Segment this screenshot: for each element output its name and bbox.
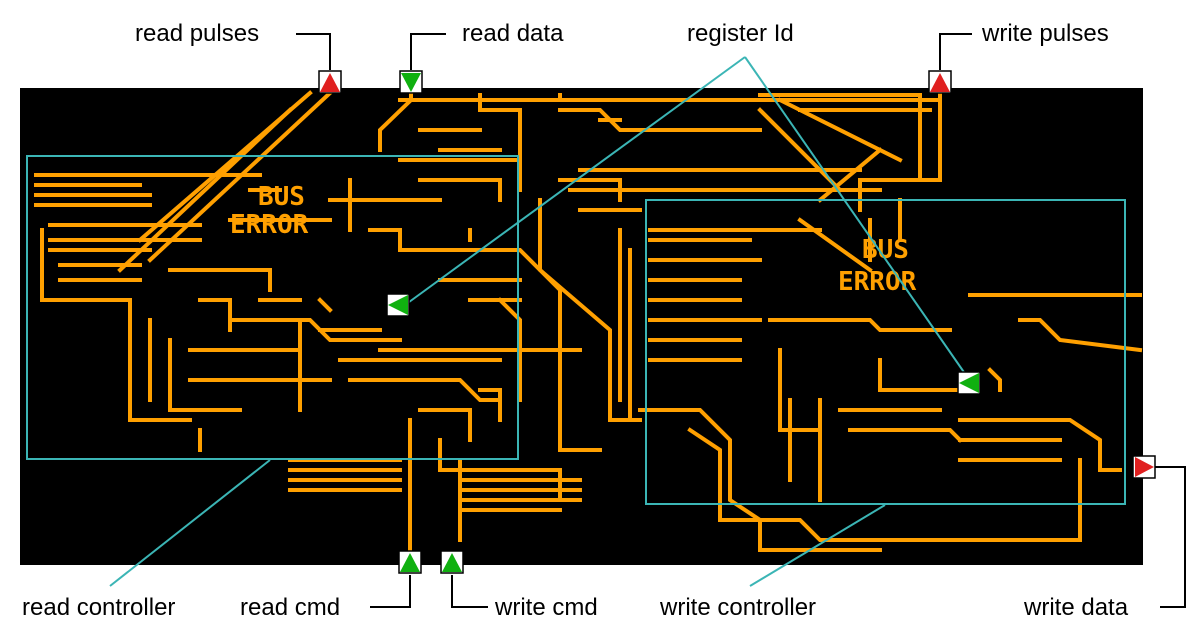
wire-segment bbox=[497, 297, 522, 402]
wire-segment bbox=[687, 427, 1082, 542]
register-id-read-port[interactable] bbox=[386, 293, 410, 317]
wire-segment bbox=[777, 97, 903, 163]
read-pulses-connector bbox=[296, 33, 331, 70]
wire-segment bbox=[817, 147, 883, 203]
wire-segment bbox=[368, 228, 402, 252]
wire-segment bbox=[858, 91, 942, 212]
write-cmd-port[interactable] bbox=[440, 550, 464, 574]
write-data-connector bbox=[1155, 466, 1186, 608]
wire-segment bbox=[757, 107, 843, 193]
register-id-leader-left bbox=[404, 56, 746, 306]
wire-segment bbox=[797, 217, 873, 273]
read-controller-box bbox=[26, 155, 519, 460]
wire-segment bbox=[538, 198, 642, 422]
read-cmd-port[interactable] bbox=[398, 550, 422, 574]
wire-segment bbox=[638, 408, 882, 552]
wire-segment bbox=[378, 91, 413, 152]
wire-segment bbox=[478, 93, 522, 192]
read-pulses-port[interactable] bbox=[318, 70, 342, 94]
read-data-connector bbox=[410, 33, 446, 70]
wire-segment bbox=[1018, 318, 1143, 353]
write-pulses-label: write pulses bbox=[982, 20, 1109, 47]
read-pulses-label: read pulses bbox=[135, 20, 260, 47]
read-cmd-connector bbox=[370, 575, 411, 608]
read-data-port[interactable] bbox=[399, 70, 423, 94]
write-cmd-label: write cmd bbox=[495, 594, 598, 621]
wire-segment bbox=[878, 358, 962, 392]
wire-segment bbox=[168, 268, 272, 292]
wire-segment bbox=[478, 388, 502, 422]
wire-segment bbox=[758, 93, 922, 182]
write-pulses-connector bbox=[939, 33, 972, 70]
read-controller-label: read controller bbox=[22, 594, 176, 621]
write-controller-box bbox=[645, 199, 1126, 505]
register-id-leader-right bbox=[744, 56, 969, 379]
left-bus-text: BUS bbox=[258, 182, 305, 212]
wire-segment bbox=[418, 178, 502, 202]
write-pulses-port[interactable] bbox=[928, 70, 952, 94]
wire-segment bbox=[418, 408, 472, 442]
write-controller-leader bbox=[749, 504, 886, 587]
wire-segment bbox=[778, 348, 822, 432]
wire-segment bbox=[958, 418, 1122, 472]
wire-segment bbox=[848, 428, 963, 443]
wire-segment bbox=[317, 297, 333, 313]
circuit-wires bbox=[34, 90, 1143, 562]
register-id-write-port[interactable] bbox=[957, 371, 981, 395]
read-controller-leader bbox=[109, 459, 271, 587]
wire-segment bbox=[768, 318, 952, 332]
wire-segment bbox=[438, 438, 562, 502]
wire-segment bbox=[168, 338, 242, 412]
wire-segment bbox=[198, 298, 232, 332]
wire-segment bbox=[40, 228, 132, 302]
wire-segment bbox=[558, 178, 622, 202]
register-id-label: register Id bbox=[687, 20, 794, 47]
wire-segment bbox=[348, 378, 502, 402]
right-error-text: ERROR bbox=[838, 267, 917, 297]
write-data-port[interactable] bbox=[1132, 455, 1156, 479]
left-error-text: ERROR bbox=[230, 210, 309, 240]
wire-segment bbox=[117, 107, 293, 273]
write-cmd-connector bbox=[451, 575, 488, 608]
circuit-board bbox=[20, 88, 1143, 565]
read-data-label: read data bbox=[462, 20, 564, 47]
wire-segment bbox=[128, 298, 192, 422]
read-cmd-label: read cmd bbox=[240, 594, 341, 621]
write-data-label: write data bbox=[1024, 594, 1129, 621]
wire-segment bbox=[987, 367, 1002, 392]
write-controller-label: write controller bbox=[660, 594, 817, 621]
